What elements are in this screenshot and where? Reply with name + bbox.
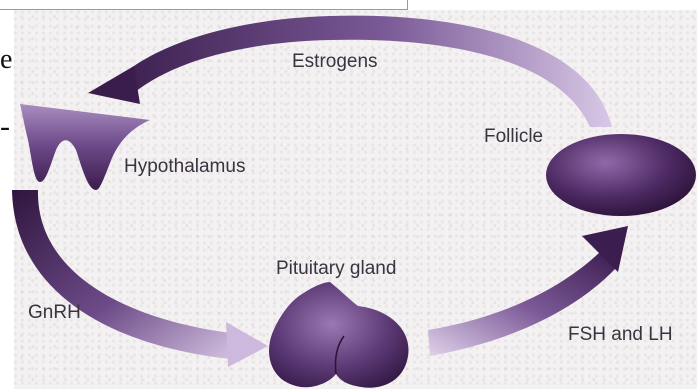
follicle-shape: [546, 134, 696, 216]
label-fsh-and-lh: FSH and LH: [568, 324, 673, 346]
label-hypothalamus: Hypothalamus: [124, 156, 245, 178]
label-pituitary-gland: Pituitary gland: [276, 258, 396, 280]
pituitary-shape: [269, 282, 409, 388]
label-gnrh: GnRH: [28, 302, 81, 324]
label-follicle: Follicle: [484, 126, 543, 148]
label-estrogens: Estrogens: [292, 51, 378, 73]
gnrh-arrow: [12, 190, 268, 367]
